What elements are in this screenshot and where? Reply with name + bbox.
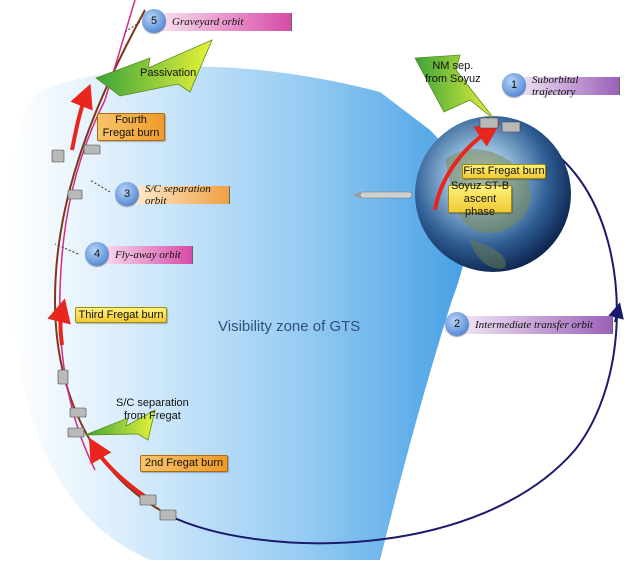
orbit-label-graveyard: Graveyard orbit xyxy=(172,16,244,28)
fourth-burn-box: Fourth Fregat burn xyxy=(97,113,165,141)
orbit-label-separation: S/C separation orbit xyxy=(145,183,211,207)
ascent-burn-arrow xyxy=(433,123,500,211)
leader-fly-away xyxy=(54,243,79,255)
sc-sep-label: S/C separation from Fregat xyxy=(116,397,189,423)
orbit-tag-graveyard: 5 Graveyard orbit xyxy=(142,9,292,33)
third-burn-box: Third Fregat burn xyxy=(75,307,167,323)
third-burn-arrow xyxy=(47,298,71,346)
spacecraft-icon-4 xyxy=(479,117,521,133)
visibility-zone-label: Visibility zone of GTS xyxy=(218,318,361,335)
sc-sep-arrow xyxy=(84,409,156,441)
passivation-arrow xyxy=(95,39,213,97)
earth-land-2 xyxy=(470,240,506,269)
spacecraft-icon-1 xyxy=(139,494,177,521)
orbit-number-5: 5 xyxy=(142,9,166,33)
nm-sep-line-1: NM sep. xyxy=(432,60,474,72)
orbit-label-suborbital: Suborbital trajectory xyxy=(532,74,579,98)
tag-bg-4 xyxy=(95,246,193,264)
sc-sep-line-2: from Fregat xyxy=(123,410,181,422)
transfer-orbit-arrow xyxy=(608,302,624,323)
fourth-burn-line-2: Fregat burn xyxy=(102,127,160,139)
soyuz-line-1: Soyuz ST-B xyxy=(450,179,510,192)
fourth-burn-arrow xyxy=(70,83,93,151)
graveyard-orbit-path xyxy=(59,99,106,471)
nm-sep-line-2: from Soyuz xyxy=(425,73,481,85)
soyuz-ascent-box: Soyuz ST-B ascent phase xyxy=(448,180,512,218)
orbit-number-2: 2 xyxy=(445,312,469,336)
orbit-tag-separation: 3 S/C separation orbit xyxy=(115,182,230,207)
first-burn-box: First Fregat burn xyxy=(462,164,546,179)
rocket-icon xyxy=(352,191,413,199)
spacecraft-icon-2 xyxy=(57,369,87,438)
soyuz-line-2: ascent phase xyxy=(463,192,497,218)
orbit-label-flyaway: Fly-away orbit xyxy=(115,249,181,261)
orbit-number-3: 3 xyxy=(115,182,139,206)
second-burn-box: 2nd Fregat burn xyxy=(140,455,228,472)
passivation-label: Passivation xyxy=(140,67,197,79)
orbit-tag-suborbital: 1 Suborbital trajectory xyxy=(502,73,620,98)
spacecraft-icon-3 xyxy=(51,144,101,200)
second-burn-arrow xyxy=(88,437,152,502)
tag-bg-1 xyxy=(512,77,620,95)
sc-sep-line-1: S/C separation xyxy=(116,397,189,409)
tag-bg-5 xyxy=(152,13,292,31)
orbit-number-4: 4 xyxy=(85,242,109,266)
orbit-number-1: 1 xyxy=(502,73,526,97)
tag-bg-3 xyxy=(125,186,230,204)
leader-graveyard xyxy=(124,21,141,33)
fourth-burn-line-1: Fourth xyxy=(115,114,147,126)
nm-sep-label: NM sep. from Soyuz xyxy=(425,60,481,86)
orbit-tag-flyaway: 4 Fly-away orbit xyxy=(85,242,193,266)
orbit-label-intermediate: Intermediate transfer orbit xyxy=(475,319,593,331)
tag-bg-2 xyxy=(455,316,613,334)
orbit-tag-intermediate: 2 Intermediate transfer orbit xyxy=(445,312,613,336)
